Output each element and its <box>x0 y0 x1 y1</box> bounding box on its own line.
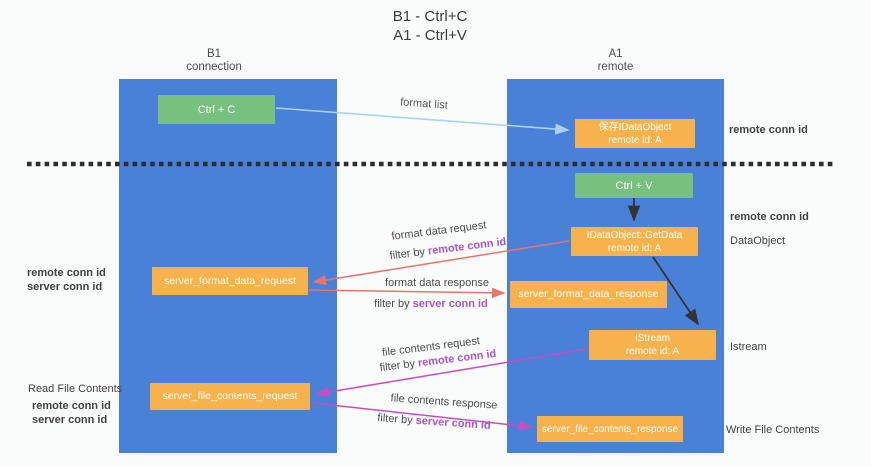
node-istream: IStream remote id: A <box>589 330 716 360</box>
label-file-contents-response: file contents response <box>390 392 498 412</box>
node-server-format-data-request: server_format_data_request <box>152 267 308 295</box>
saved-idataobject-line2: remote id: A <box>608 134 662 146</box>
label-format-data-response: format data response <box>385 277 489 289</box>
left-remote-conn-id-2: remote conn id <box>32 400 111 412</box>
right-remote-conn-id-mid: remote conn id <box>730 211 809 223</box>
istream-line2: remote id: A <box>625 346 680 357</box>
idataobject-getdata-line1: IDataObject::GetData <box>586 229 683 241</box>
ctrl-v-label: Ctrl + V <box>615 179 653 192</box>
remote-conn-id-text: remote conn id <box>427 235 507 258</box>
idataobject-getdata-line2: remote id: A <box>607 242 662 254</box>
left-server-conn-id: server conn id <box>27 281 103 293</box>
node-server-format-data-response: server_format_data_response <box>510 281 667 308</box>
filter-by-text: filter by <box>389 245 426 263</box>
lane-b1-name: B1 <box>206 48 222 60</box>
server-format-data-request-label: server_format_data_request <box>164 274 296 287</box>
node-ctrl-c: Ctrl + C <box>158 95 275 124</box>
server-conn-id-text: server conn id <box>412 298 488 310</box>
title-line-2: A1 - Ctrl+V <box>393 27 467 44</box>
ctrl-c-label: Ctrl + C <box>197 103 236 116</box>
filter-by-text: filter by <box>379 357 416 375</box>
node-server-file-contents-response: server_file_contents_response <box>537 416 683 442</box>
server-file-contents-request-label: server_file_contents_request <box>162 390 298 402</box>
istream-line1: IStream <box>634 333 670 344</box>
node-saved-idataobject: 保存IDataObject remote id: A <box>575 119 695 148</box>
lane-header-b1: B1 connection <box>105 48 323 74</box>
filter-by-text: filter by <box>376 412 414 427</box>
saved-idataobject-line1: 保存IDataObject <box>598 121 672 133</box>
node-ctrl-v: Ctrl + V <box>575 173 693 198</box>
title-line-1: B1 - Ctrl+C <box>392 8 468 25</box>
right-remote-conn-id-top: remote conn id <box>729 124 808 136</box>
right-dataobject-label: DataObject <box>730 235 786 247</box>
left-remote-conn-id: remote conn id <box>27 267 106 279</box>
left-server-conn-id-2: server conn id <box>32 414 108 426</box>
lane-a1-role: remote <box>597 61 634 73</box>
right-write-file-contents: Write File Contents <box>726 424 820 436</box>
node-idataobject-getdata: IDataObject::GetData remote id: A <box>571 227 698 256</box>
server-file-contents-response-label: server_file_contents_response <box>541 423 679 435</box>
diagram-title: B1 - Ctrl+C A1 - Ctrl+V <box>330 7 530 45</box>
lane-header-a1: A1 remote <box>507 48 724 74</box>
lane-b1-role: connection <box>186 61 242 73</box>
node-server-file-contents-request: server_file_contents_request <box>150 383 310 410</box>
lane-a1-name: A1 <box>608 48 623 60</box>
format-data-response-arrow <box>308 287 506 299</box>
right-istream-label: Istream <box>730 341 767 353</box>
server-format-data-response-label: server_format_data_response <box>518 288 659 300</box>
server-conn-id-text: server conn id <box>415 414 492 432</box>
filter-by-text: filter by <box>374 298 410 310</box>
left-read-file-contents: Read File Contents <box>28 383 123 395</box>
label-format-list: format list <box>399 96 449 112</box>
